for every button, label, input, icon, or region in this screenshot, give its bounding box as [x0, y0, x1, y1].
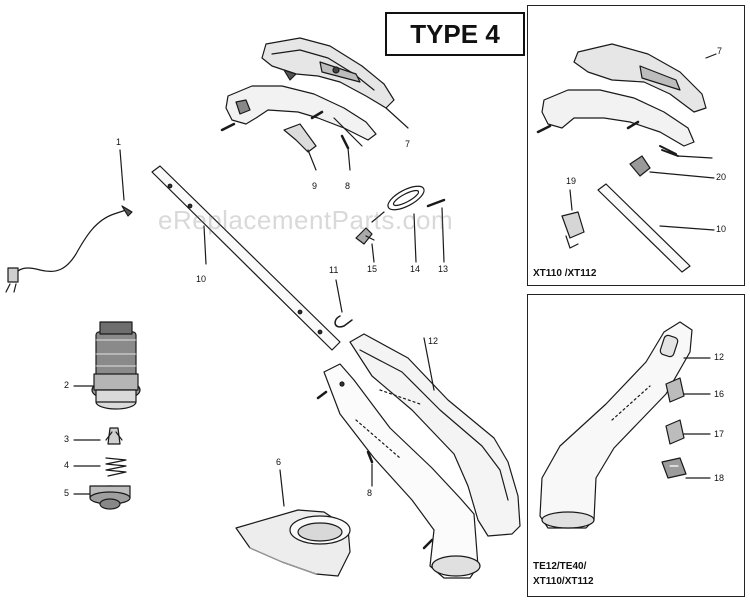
callout-18: 18 [714, 473, 725, 483]
callout-19: 19 [566, 176, 577, 186]
callout-6: 6 [276, 457, 282, 467]
callout-8b: 8 [367, 488, 373, 498]
type-label-box: TYPE 4 [385, 12, 525, 56]
inset-top-right: XT110 /XT112 [527, 5, 745, 286]
lower-handle-part [225, 85, 377, 141]
switch-part [283, 123, 317, 153]
upper-handle-part [261, 37, 395, 109]
spool-part [89, 485, 131, 510]
motor-part [91, 321, 141, 410]
callout-10a: 10 [196, 274, 207, 284]
spring-clip-part [355, 227, 375, 245]
callout-15: 15 [367, 264, 378, 274]
callout-12a: 12 [428, 336, 439, 346]
inset-bottom-right: TE12/TE40/ XT110/XT112 [527, 294, 745, 597]
inset-top-right-label: XT110 /XT112 [533, 268, 597, 279]
callout-2: 2 [64, 380, 70, 390]
callout-12b: 12 [714, 352, 725, 362]
cord-clip-part [334, 315, 353, 328]
housing-right-part [349, 333, 521, 537]
spring-part [105, 457, 127, 477]
type-label: TYPE 4 [410, 18, 500, 49]
guard-part [235, 509, 351, 577]
shaft-tube-part [151, 165, 341, 351]
callout-16: 16 [714, 389, 725, 399]
callout-8a: 8 [345, 181, 351, 191]
housing-left-part [323, 363, 481, 579]
inset-bottom-right-label-1: TE12/TE40/ [533, 561, 587, 572]
callout-14: 14 [410, 264, 421, 274]
callout-11: 11 [329, 265, 339, 275]
cord-retainer-part [371, 185, 425, 223]
callout-7a: 7 [405, 139, 411, 149]
watermark-text: eReplacementParts.com [158, 205, 454, 235]
callout-9: 9 [312, 181, 318, 191]
callout-1: 1 [116, 137, 122, 147]
spool-cap-part [105, 427, 123, 445]
inset-top-right-art [536, 43, 717, 273]
callout-13: 13 [438, 264, 449, 274]
callout-5: 5 [64, 488, 70, 498]
callout-10b: 10 [716, 224, 727, 234]
callout-4: 4 [64, 460, 70, 470]
retainer-screw-part [426, 198, 446, 208]
inset-bottom-right-label-2: XT110/XT112 [533, 576, 594, 587]
callout-17: 17 [714, 429, 725, 439]
callout-20: 20 [716, 172, 727, 182]
inset-bottom-right-art [539, 321, 711, 529]
callout-3: 3 [64, 434, 70, 444]
callout-7b: 7 [717, 46, 723, 56]
power-cord-part [5, 205, 133, 293]
